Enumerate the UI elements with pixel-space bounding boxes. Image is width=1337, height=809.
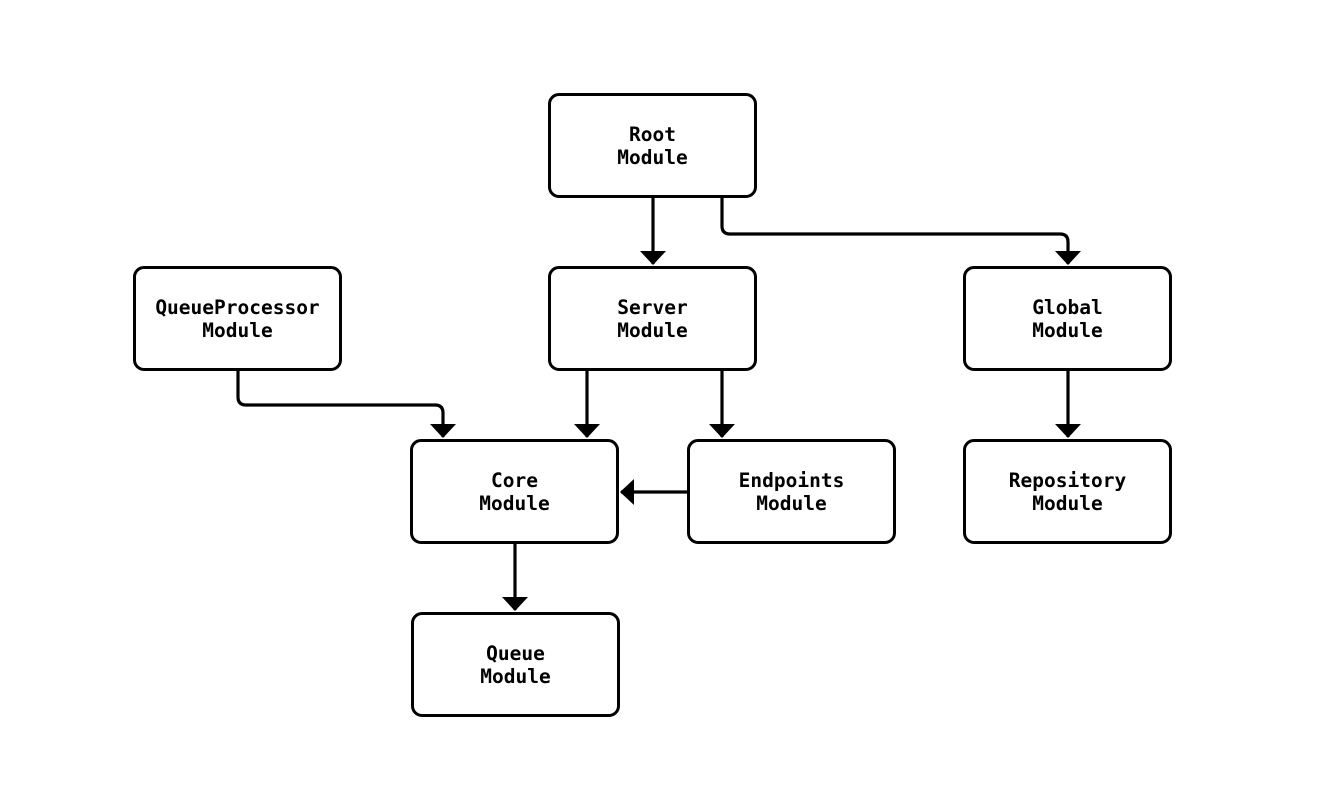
node-queueprocessor-module: QueueProcessor Module (133, 266, 342, 371)
node-global-module: Global Module (963, 266, 1172, 371)
node-repository-module: Repository Module (963, 439, 1172, 544)
node-root-module: Root Module (548, 93, 757, 198)
node-core-module: Core Module (410, 439, 619, 544)
edge-queueprocessor-to-core (236, 371, 456, 438)
node-endpoints-module: Endpoints Module (687, 439, 896, 544)
node-server-module: Server Module (548, 266, 757, 371)
node-queue-module: Queue Module (411, 612, 620, 717)
edge-root-to-global (720, 198, 1081, 265)
